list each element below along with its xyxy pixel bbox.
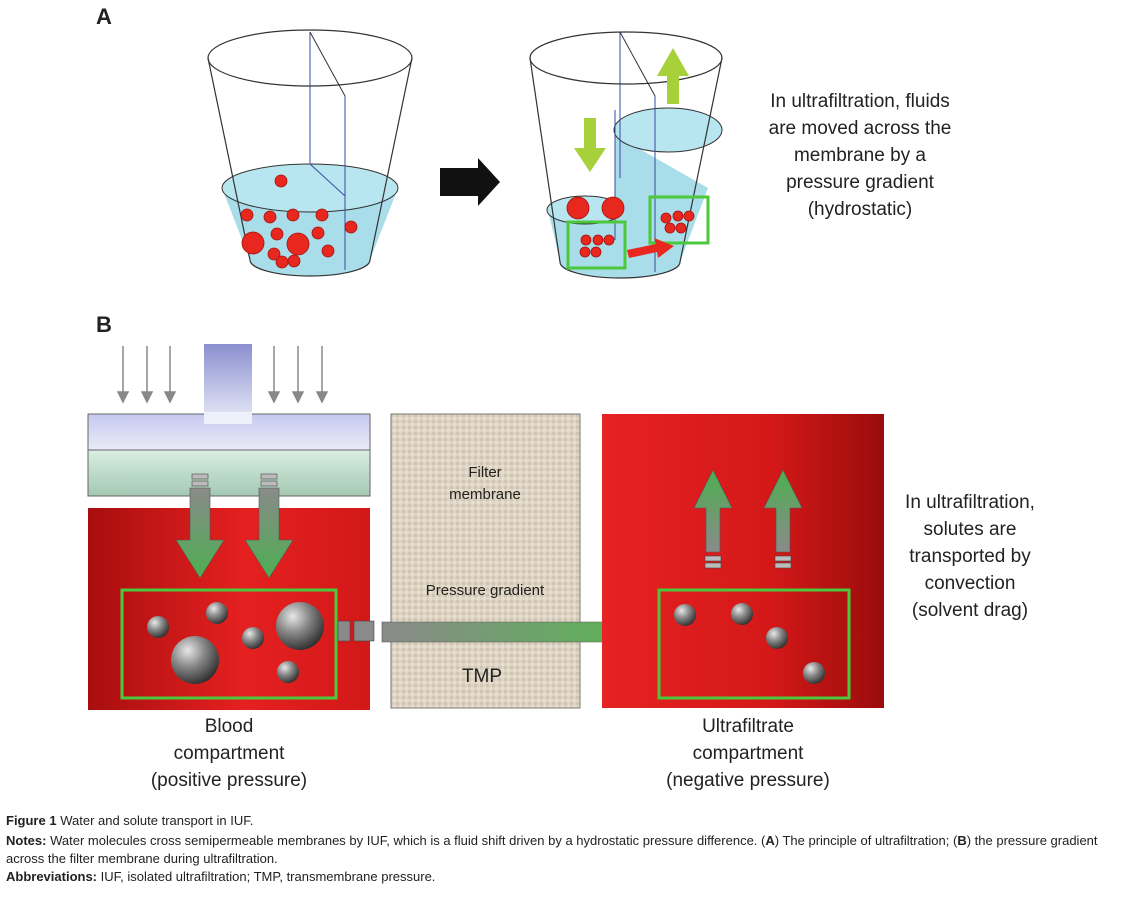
figure-label: Figure 1 — [6, 813, 57, 828]
blood-label-line: (positive pressure) — [150, 770, 308, 791]
ultrafiltrate-compartment — [602, 414, 884, 708]
filter-membrane — [390, 413, 581, 709]
diagram-canvas: Filter membrane Pressure gradient TMP — [87, 29, 884, 710]
caption-title-line: Figure 1 Water and solute transport in I… — [6, 812, 1124, 830]
solute-transfer-arrow — [627, 238, 674, 258]
abbreviations-label: Abbreviations: — [6, 869, 98, 884]
pressure-bar-bottom — [87, 449, 371, 497]
caption-abbreviations: Abbreviations: IUF, isolated ultrafiltra… — [6, 868, 1124, 886]
caption-notes: Notes: Water molecules cross semipermeab… — [6, 832, 1124, 868]
blood-label-line: Blood — [204, 716, 254, 737]
pressure-gradient-label: Pressure gradient — [426, 582, 545, 599]
filter-label-line-1: Filter — [468, 464, 501, 481]
fluid-down-arrow — [574, 118, 606, 172]
ultrafiltrate-label-line: compartment — [692, 743, 804, 764]
figure-caption: Figure 1 Water and solute transport in I… — [6, 812, 1124, 886]
panel-a-description: In ultrafiltration, fluids are moved acr… — [735, 88, 985, 223]
panel-b-description-line: transported by — [909, 546, 1031, 567]
pressure-plunger — [204, 344, 252, 424]
notes-panel-b-ref: B — [957, 833, 967, 848]
panel-a-description-line: are moved across the — [768, 118, 952, 139]
fluid-up-arrow — [657, 48, 689, 104]
blood-compartment-label: Blood compartment (positive pressure) — [119, 713, 339, 794]
notes-text: ) The principle of ultrafiltration; ( — [774, 833, 958, 848]
panel-b-description-line: convection — [924, 573, 1016, 594]
panel-b-description-line: (solvent drag) — [911, 600, 1029, 621]
panel-b-description: In ultrafiltration, solutes are transpor… — [880, 489, 1060, 624]
figure-title: Water and solute transport in IUF. — [60, 813, 254, 828]
notes-label: Notes: — [6, 833, 47, 848]
filter-label-line-2: membrane — [449, 486, 521, 503]
ultrafiltrate-solute-box — [657, 588, 851, 700]
blood-solute-box — [120, 588, 338, 700]
gray-pressure-arrows — [116, 346, 329, 404]
ultrafiltrate-compartment-label: Ultrafiltrate compartment (negative pres… — [633, 713, 863, 794]
panel-b-letter: B — [96, 312, 112, 337]
panel-a-description-line: (hydrostatic) — [807, 199, 913, 220]
panel-a-letter: A — [96, 4, 112, 29]
notes-panel-a-ref: A — [765, 833, 775, 848]
abbreviations-text: IUF, isolated ultrafiltration; TMP, tran… — [100, 869, 436, 884]
panel-a-description-line: membrane by a — [793, 145, 926, 166]
ultrafiltrate-label-line: (negative pressure) — [666, 770, 830, 791]
cup-after — [529, 31, 723, 279]
solute-box-left — [566, 220, 627, 270]
blood-label-line: compartment — [173, 743, 285, 764]
notes-text: Water molecules cross semipermeable memb… — [50, 833, 766, 848]
notes-text: ) the pressure gradient across the filte… — [6, 833, 1098, 866]
transition-arrow — [440, 158, 500, 206]
blood-down-arrows — [175, 473, 294, 579]
figure-diagram: A B — [87, 4, 1060, 794]
ultrafiltrate-label-line: Ultrafiltrate — [702, 716, 794, 737]
blood-solutes — [147, 602, 324, 684]
solute-box-right — [648, 195, 710, 245]
ultrafiltrate-up-arrows — [693, 469, 803, 569]
panel-a-description-line: In ultrafiltration, fluids — [770, 91, 950, 112]
panel-b-description-line: solutes are — [923, 519, 1017, 540]
ultrafiltrate-solutes — [674, 603, 825, 684]
blood-compartment — [88, 508, 370, 710]
cup-before — [207, 29, 413, 277]
panel-a-description-line: pressure gradient — [786, 172, 934, 193]
tmp-label: TMP — [462, 666, 502, 687]
panel-b-description-line: In ultrafiltration, — [905, 492, 1035, 513]
